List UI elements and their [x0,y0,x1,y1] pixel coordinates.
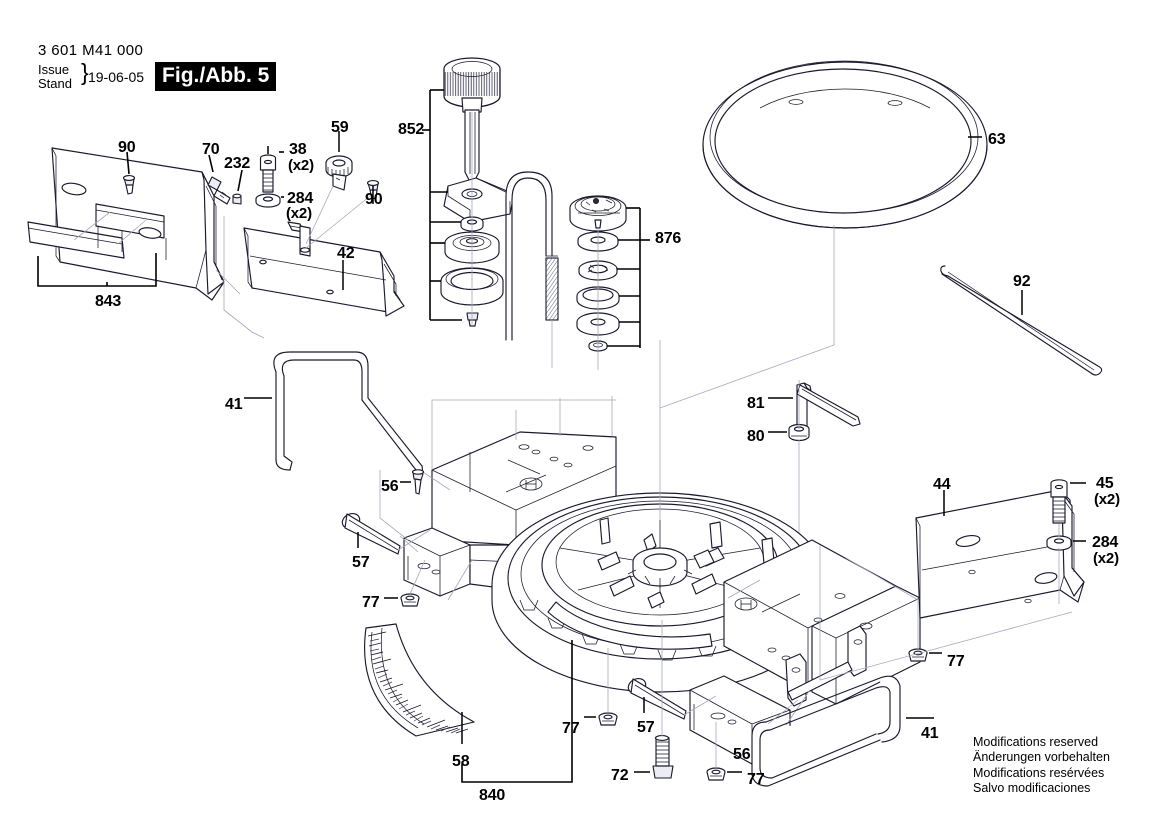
notice-en: Modifications reserved [973,735,1099,749]
brace-glyph: } [81,58,89,85]
callout-45-22: 45 [1096,475,1114,492]
callout-41-34: 41 [921,725,939,742]
callout-77-32: 77 [747,771,765,788]
part-41-handle-right [751,675,934,787]
part-80-grommet [768,380,810,588]
part-57-pin-left [341,513,431,555]
part-70-bolt [207,154,231,205]
part-42-fence-plate-right [223,216,405,339]
clamp-rod [505,171,559,368]
callout-284-24: 284 [1092,534,1119,551]
callout-77-18: 77 [362,594,380,611]
callout-41-15: 41 [225,396,243,413]
callout-840-28: 840 [479,787,506,804]
part-57-pin-bottom [627,678,717,720]
order-number: 3 601 M41 000 [38,42,144,59]
part-77-nut-bottom-center [584,648,618,726]
callout-90-0: 90 [118,139,136,156]
callout-57-30: 57 [637,719,655,736]
callout-x2-4: (x2) [288,157,314,174]
part-44-fence-plate [819,489,1085,681]
part-232-nut [232,169,243,205]
callout-876-12: 876 [655,230,682,247]
part-284-washer-left [255,193,284,208]
issue-stand-group: Issue Stand } [38,60,89,91]
part-92-rod [940,265,1103,376]
part-58-miter-scale [364,623,475,744]
part-56-screw-left [400,469,425,495]
callout-56-16: 56 [381,478,399,495]
part-90-screw-left [122,151,136,195]
callout-72-31: 72 [611,767,629,784]
callout-232-2: 232 [224,155,251,172]
callout-90-10: 90 [365,191,383,208]
part-284-washer-right [1046,524,1086,604]
callout-38-3: 38 [289,141,307,158]
figure-badge: Fig./Abb. 5 [155,62,277,91]
callout-80-20: 80 [747,428,765,445]
part-63-insert-ring [659,60,988,409]
callout-77-26: 77 [947,653,965,670]
callout-x2-25: (x2) [1093,550,1119,567]
callout-77-29: 77 [562,720,580,737]
part-90-screw-right [305,180,380,249]
part-77-nut-bottom-right [706,722,742,781]
bracket-840 [461,640,573,783]
notice-es: Salvo modificaciones [973,780,1091,795]
part-876-dial-assembly [569,195,650,370]
part-843-fence-plate-left [27,147,241,301]
issue-date: 19-06-05 [87,68,145,85]
callout-42-9: 42 [337,245,355,262]
part-45-socket-screw [1050,479,1086,524]
part-38-socket-screw [259,146,284,193]
callout-56-33: 56 [733,746,751,763]
header-block: 3 601 M41 000 Issue Stand } 19-06-05 Fig… [38,42,277,91]
stand-label: Stand [38,75,72,91]
callout-x2-23: (x2) [1094,491,1120,508]
bracket-843 [37,253,157,287]
callout-92-14: 92 [1013,273,1031,290]
callout-x2-8: (x2) [286,205,312,222]
part-59-knob-screw [305,131,353,245]
modifications-notice: Modifications reserved Änderungen vorbeh… [973,735,1110,796]
callout-57-17: 57 [352,554,370,571]
part-41-handle-left [244,351,451,491]
part-81-hex-key [768,382,861,435]
callout-284-7: 284 [287,190,314,207]
part-72-bolt [634,620,674,779]
issue-label: Issue [38,61,70,77]
callout-843-11: 843 [95,293,122,310]
part-77-nut-left [384,559,426,607]
part-77-nut-upper-right [845,557,942,662]
notice-de: Änderungen vorbehalten [973,750,1110,765]
part-852-bevel-lock-assembly [422,57,515,327]
callout-58-27: 58 [452,753,470,770]
callout-59-5: 59 [331,119,349,136]
callout-70-1: 70 [202,141,220,158]
callout-852-6: 852 [398,121,425,138]
callout-44-21: 44 [933,476,951,493]
callout-63-13: 63 [988,131,1006,148]
callout-81-19: 81 [747,395,765,412]
notice-fr: Modifications resérvées [973,765,1105,780]
